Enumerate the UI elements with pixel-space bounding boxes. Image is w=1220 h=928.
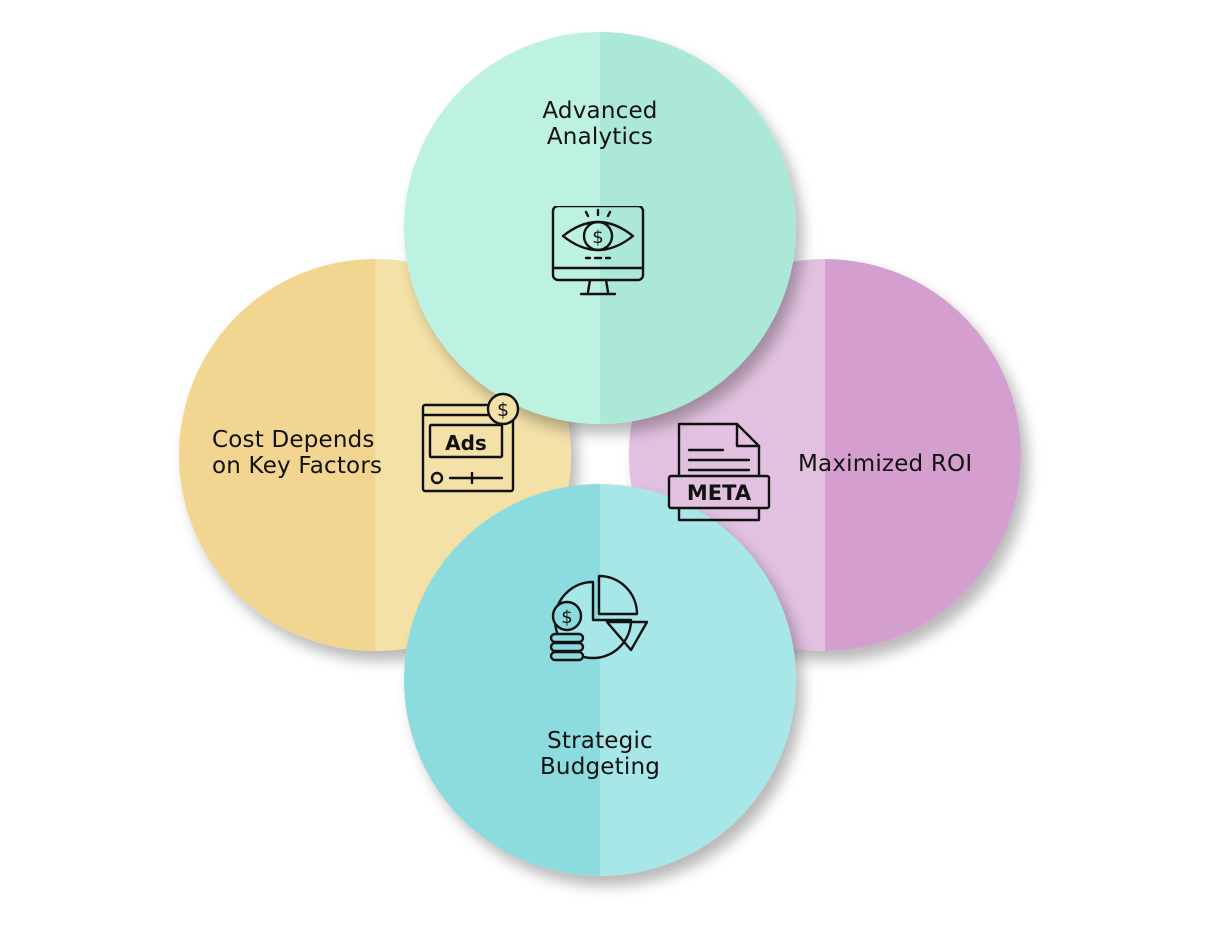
roi-title-text: Maximized ROI: [798, 451, 973, 477]
meta-document-icon: META: [667, 420, 771, 526]
cost-title: Cost Depends on Key Factors: [212, 427, 412, 479]
ads-icon-text: Ads: [445, 431, 487, 455]
roi-circle-right-half: [825, 259, 1021, 651]
cost-title-line2: on Key Factors: [212, 453, 383, 479]
coins-pie-chart-icon: $: [545, 572, 653, 664]
svg-text:$: $: [561, 607, 572, 628]
ads-dollar-icon: Ads $: [418, 391, 522, 493]
analytics-circle-right-half: [600, 32, 796, 424]
budget-title-line2: Budgeting: [539, 754, 661, 780]
analytics-circle: [404, 32, 796, 424]
analytics-title: Advanced Analytics: [500, 98, 700, 150]
roi-title: Maximized ROI: [798, 451, 1018, 477]
analytics-title-line2: Analytics: [546, 124, 654, 150]
budget-circle-left-half: [404, 484, 600, 876]
budget-circle: [404, 484, 796, 876]
budget-circle-right-half: [600, 484, 796, 876]
analytics-circle-left-half: [404, 32, 600, 424]
monitor-eye-dollar-icon: $: [548, 206, 648, 298]
analytics-title-line1: Advanced: [542, 98, 658, 124]
svg-text:$: $: [592, 227, 603, 248]
cost-title-line1: Cost Depends: [212, 427, 375, 453]
cost-circle-left-half: [179, 259, 375, 651]
budget-title-line1: Strategic: [547, 728, 653, 754]
svg-text:$: $: [497, 399, 509, 421]
meta-icon-text: META: [687, 481, 752, 505]
budget-title: Strategic Budgeting: [500, 728, 700, 780]
